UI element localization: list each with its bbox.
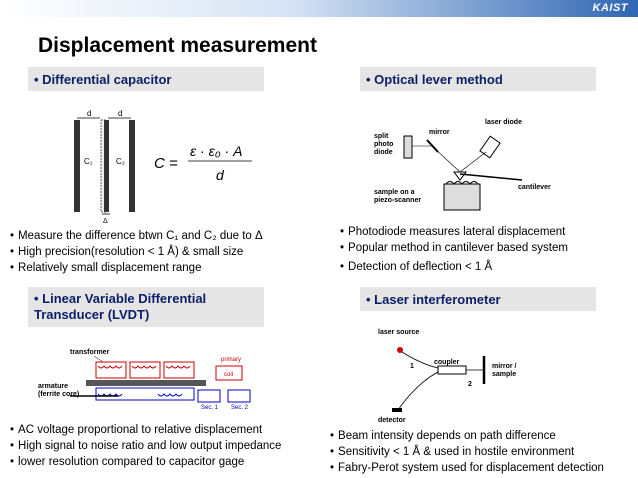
differential-capacitor-header: • Differential capacitor <box>28 67 264 91</box>
svg-text:split: split <box>374 133 389 140</box>
svg-text:sample on a: sample on a <box>374 189 415 196</box>
svg-text:1: 1 <box>410 363 414 370</box>
svg-text:C₁: C₁ <box>84 157 93 166</box>
svg-text:mirror /: mirror / <box>492 363 517 370</box>
svg-text:d: d <box>87 109 91 118</box>
list-item: •Fabry-Perot system used for displacemen… <box>330 462 604 474</box>
formula-numerator: ε · ε₀ · A <box>190 143 242 159</box>
svg-text:armature: armature <box>38 383 68 390</box>
list-item: •lower resolution compared to capacitor … <box>10 456 245 468</box>
formula-denominator: d <box>216 167 225 183</box>
svg-text:2: 2 <box>468 381 472 388</box>
laser-interferometer-header: • Laser interferometer <box>360 287 596 311</box>
svg-text:piezo-scanner: piezo-scanner <box>374 197 421 204</box>
svg-text:mirror: mirror <box>429 129 450 136</box>
svg-text:detector: detector <box>378 417 406 424</box>
svg-text:Sec. 1: Sec. 1 <box>201 405 219 411</box>
optical-lever-bullets: •Photodiode measures lateral displacemen… <box>340 224 568 275</box>
list-item: •Popular method in cantilever based syst… <box>340 242 568 254</box>
svg-text:primary: primary <box>221 357 241 363</box>
lvdt-header: • Linear Variable Differential Transduce… <box>28 287 264 327</box>
lvdt-bullets: •AC voltage proportional to relative dis… <box>10 422 281 470</box>
lvdt-diagram: transformer armature (ferrite core) prim… <box>38 349 251 411</box>
svg-text:sample: sample <box>492 371 516 378</box>
svg-text:Δ: Δ <box>103 218 108 224</box>
svg-text:coupler: coupler <box>434 359 460 366</box>
laser-interferometer-bullets: •Beam intensity depends on path differen… <box>330 428 604 476</box>
list-item: •Detection of deflection < 1 Å <box>340 261 493 273</box>
list-item: •Photodiode measures lateral displacemen… <box>340 226 566 238</box>
kaist-logo: KAIST <box>592 2 628 14</box>
svg-text:cantilever: cantilever <box>518 184 551 191</box>
svg-text:d: d <box>118 109 122 118</box>
svg-text:laser source: laser source <box>378 329 419 336</box>
list-item: •High precision(resolution < 1 Å) & smal… <box>10 246 244 258</box>
list-item: •High signal to noise ratio and low outp… <box>10 440 282 452</box>
differential-capacitor-diagram: d d C₁ C₂ Δ C = ε · ε₀ · A d <box>74 109 252 224</box>
list-item: •Beam intensity depends on path differen… <box>330 430 556 442</box>
svg-text:laser diode: laser diode <box>485 119 522 126</box>
list-item: •Measure the difference btwn C₁ and C₂ d… <box>10 230 263 242</box>
svg-text:coil: coil <box>224 372 233 378</box>
optical-lever-header: • Optical lever method <box>360 67 596 91</box>
top-banner <box>0 0 638 17</box>
list-item: •AC voltage proportional to relative dis… <box>10 424 263 436</box>
list-item: •Relatively small displacement range <box>10 262 202 274</box>
svg-text:transformer: transformer <box>70 349 110 356</box>
formula-lhs: C = <box>154 155 178 172</box>
svg-text:(ferrite core): (ferrite core) <box>38 391 79 398</box>
svg-text:Sec. 2: Sec. 2 <box>231 405 249 411</box>
svg-text:diode: diode <box>374 149 393 156</box>
svg-text:photo: photo <box>374 141 393 148</box>
laser-interferometer-diagram: laser source 1 coupler 2 mirror / sample… <box>378 329 517 424</box>
differential-capacitor-bullets: •Measure the difference btwn C₁ and C₂ d… <box>10 228 263 276</box>
svg-text:C₂: C₂ <box>116 157 125 166</box>
page-title: Displacement measurement <box>38 34 317 57</box>
optical-lever-diagram: split photo diode mirror laser diode can… <box>374 119 551 211</box>
list-item: •Sensitivity < 1 Å & used in hostile env… <box>330 446 575 458</box>
